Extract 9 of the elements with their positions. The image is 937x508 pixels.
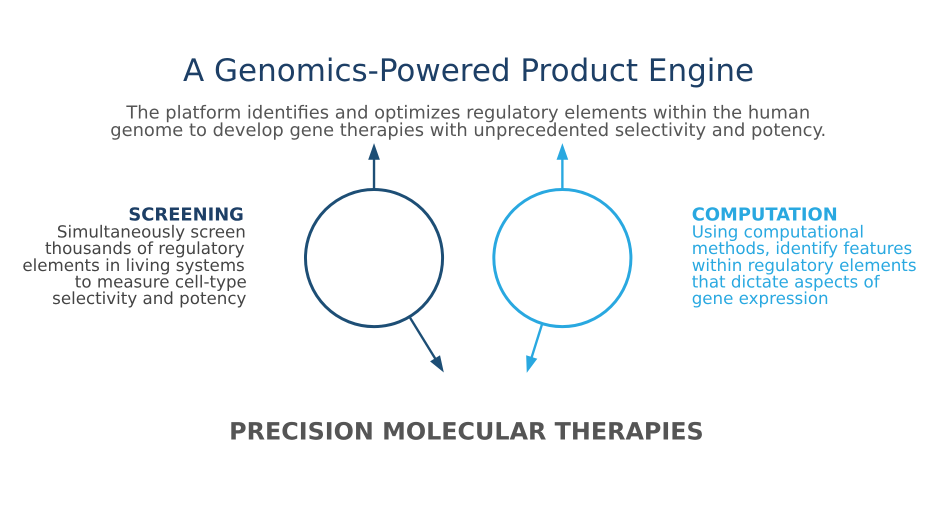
node-circle bbox=[492, 188, 632, 328]
label: PRECISION MOLECULAR THERAPIES bbox=[229, 417, 704, 446]
arrow bbox=[368, 142, 380, 189]
node-circle bbox=[304, 188, 444, 328]
arrow bbox=[556, 142, 568, 189]
caption: The platform identifies and optimizes regulatory elements within the human genome to develop gene therapies with unprecedented selectivity and potency. bbox=[110, 102, 826, 141]
arrow bbox=[408, 316, 444, 372]
arrow bbox=[526, 322, 544, 372]
diagram-title: A Genomics-Powered Product Engine bbox=[182, 52, 754, 89]
